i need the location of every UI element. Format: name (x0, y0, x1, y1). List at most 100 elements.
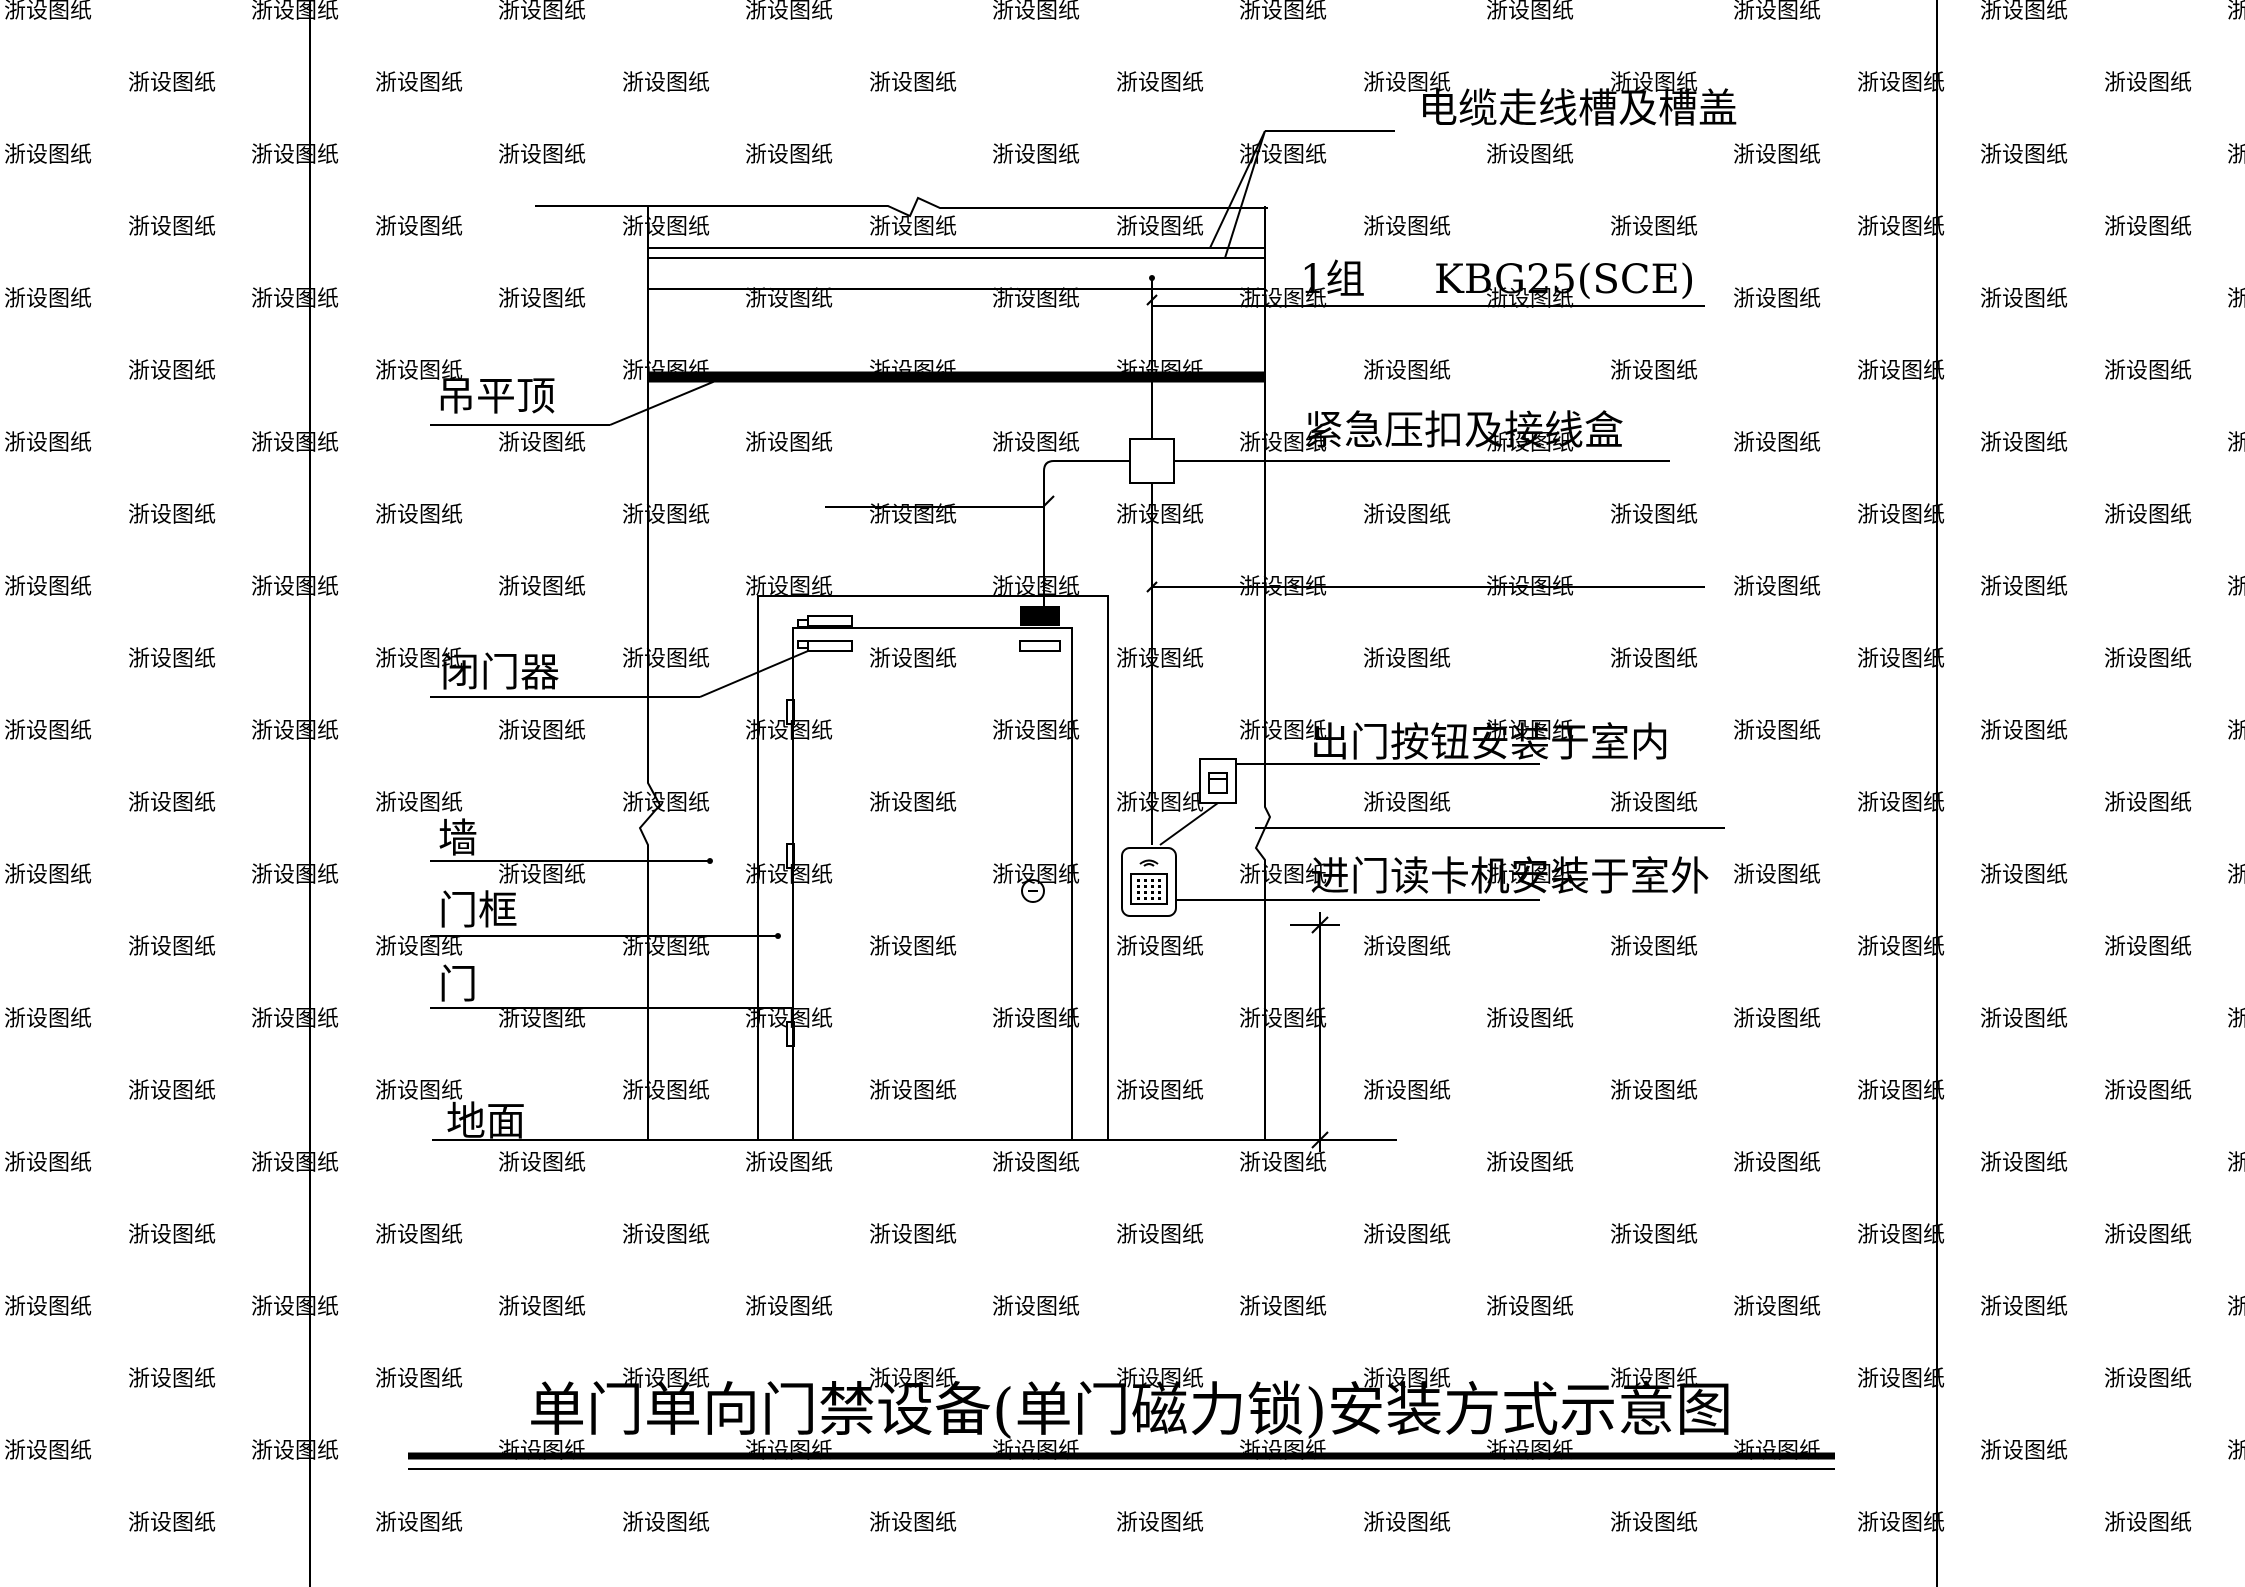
watermark-text: 浙设图纸 (4, 575, 92, 600)
exit-button-wire (1159, 802, 1219, 846)
leader-dots (707, 858, 781, 939)
watermark-text: 浙设图纸 (1610, 1079, 1698, 1104)
watermark-text: 浙设图纸 (498, 1151, 586, 1176)
watermark-text: 浙设图纸 (1733, 575, 1821, 600)
keypad-dot (1158, 891, 1161, 894)
watermark-text: 浙设图纸 (4, 1007, 92, 1032)
watermark-text: 浙设图纸 (1486, 143, 1574, 168)
watermark-text: 浙设图纸 (1116, 1511, 1204, 1536)
watermark-text: 浙设图纸 (1116, 71, 1204, 96)
armature-plate-icon (1019, 640, 1061, 652)
keypad-dot (1151, 885, 1154, 888)
watermark-text: 浙设图纸 (128, 503, 216, 528)
watermark-text: 浙设图纸 (128, 359, 216, 384)
ceiling-slab (535, 196, 1268, 290)
watermark-text: 浙设图纸 (375, 1223, 463, 1248)
watermark-text: 浙设图纸 (2227, 287, 2245, 312)
watermark-text: 浙设图纸 (128, 71, 216, 96)
dimension-line (1290, 912, 1340, 1152)
watermark-text: 浙设图纸 (2227, 1007, 2245, 1032)
watermark-text: 浙设图纸 (1239, 143, 1327, 168)
watermark-text: 浙设图纸 (1733, 1439, 1821, 1464)
keypad-dot (1137, 885, 1140, 888)
watermark-text: 浙设图纸 (2227, 431, 2245, 456)
watermark-text: 浙设图纸 (1363, 1223, 1451, 1248)
watermark-text: 浙设图纸 (622, 503, 710, 528)
watermark-text: 浙设图纸 (1733, 143, 1821, 168)
exit-button-icon (1199, 758, 1237, 804)
watermark-text: 浙设图纸 (1733, 1151, 1821, 1176)
watermark-text: 浙设图纸 (1857, 647, 1945, 672)
emergency-junction-box-icon (1129, 438, 1175, 484)
watermark-text: 浙设图纸 (128, 1511, 216, 1536)
label-floor: 地面 (446, 1099, 526, 1145)
watermark-text: 浙设图纸 (1116, 647, 1204, 672)
watermark-text: 浙设图纸 (1857, 1223, 1945, 1248)
watermark-text: 浙设图纸 (1363, 1079, 1451, 1104)
keypad-dot (1158, 879, 1161, 882)
watermark-text: 浙设图纸 (375, 1079, 463, 1104)
watermark-text: 浙设图纸 (1116, 1223, 1204, 1248)
watermark-text: 浙设图纸 (622, 1079, 710, 1104)
watermark-text: 浙设图纸 (498, 143, 586, 168)
watermark-text: 浙设图纸 (1610, 1223, 1698, 1248)
keypad-dot (1158, 885, 1161, 888)
watermark-text: 浙设图纸 (992, 1007, 1080, 1032)
watermark-text: 浙设图纸 (4, 1151, 92, 1176)
label-conduit-count: 1组 (1300, 257, 1365, 303)
watermark-text: 浙设图纸 (1363, 359, 1451, 384)
watermark-text: 浙设图纸 (1486, 431, 1574, 456)
watermark-text: 浙设图纸 (622, 647, 710, 672)
watermark-text: 浙设图纸 (869, 1079, 957, 1104)
watermark-text: 浙设图纸 (251, 287, 339, 312)
watermark-text: 浙设图纸 (2104, 1511, 2192, 1536)
keypad-dot (1137, 897, 1140, 900)
watermark-text: 浙设图纸 (251, 1151, 339, 1176)
watermark-text: 浙设图纸 (1486, 863, 1574, 888)
watermark-text: 浙设图纸 (4, 0, 92, 24)
watermark-text: 浙设图纸 (1733, 0, 1821, 24)
door-frame (757, 595, 1109, 1140)
watermark-text: 浙设图纸 (2104, 1367, 2192, 1392)
watermark-text: 浙设图纸 (4, 863, 92, 888)
watermark-text: 浙设图纸 (251, 1439, 339, 1464)
watermark-text: 浙设图纸 (498, 0, 586, 24)
watermark-text: 浙设图纸 (251, 1295, 339, 1320)
watermark-text: 浙设图纸 (1980, 0, 2068, 24)
watermark-text: 浙设图纸 (2227, 143, 2245, 168)
watermark-text: 浙设图纸 (1116, 791, 1204, 816)
watermark-text: 浙设图纸 (1363, 1511, 1451, 1536)
watermark-text: 浙设图纸 (1363, 791, 1451, 816)
watermark-text: 浙设图纸 (375, 1367, 463, 1392)
watermark-text: 浙设图纸 (2104, 1223, 2192, 1248)
watermark-text: 浙设图纸 (992, 287, 1080, 312)
watermark-text: 浙设图纸 (1857, 1511, 1945, 1536)
watermark-text: 浙设图纸 (1733, 431, 1821, 456)
watermark-text: 浙设图纸 (1733, 1295, 1821, 1320)
watermark-text: 浙设图纸 (4, 1439, 92, 1464)
sheet-border (309, 0, 1938, 1587)
watermark-text: 浙设图纸 (622, 1367, 710, 1392)
watermark-text: 浙设图纸 (498, 719, 586, 744)
wall-right (1254, 206, 1272, 1140)
watermark-text: 浙设图纸 (498, 431, 586, 456)
watermark-text: 浙设图纸 (1857, 215, 1945, 240)
watermark-text: 浙设图纸 (498, 1439, 586, 1464)
watermark-text: 浙设图纸 (1486, 1295, 1574, 1320)
watermark-text: 浙设图纸 (745, 0, 833, 24)
watermark-text: 浙设图纸 (1116, 935, 1204, 960)
watermark-text: 浙设图纸 (745, 1007, 833, 1032)
watermark-text: 浙设图纸 (251, 863, 339, 888)
watermark-text: 浙设图纸 (1486, 287, 1574, 312)
label-door-closer: 闭门器 (440, 650, 560, 696)
watermark-text: 浙设图纸 (128, 935, 216, 960)
watermark-text: 浙设图纸 (2104, 503, 2192, 528)
watermark-layer: 浙设图纸浙设图纸浙设图纸浙设图纸浙设图纸浙设图纸浙设图纸浙设图纸浙设图纸浙设图纸… (4, 0, 2245, 1536)
conduit-end-dot (1149, 275, 1155, 281)
watermark-text: 浙设图纸 (1239, 287, 1327, 312)
watermark-text: 浙设图纸 (869, 1367, 957, 1392)
watermark-text: 浙设图纸 (1363, 503, 1451, 528)
watermark-text: 浙设图纸 (1363, 935, 1451, 960)
watermark-text: 浙设图纸 (4, 431, 92, 456)
watermark-text: 浙设图纸 (1610, 71, 1698, 96)
